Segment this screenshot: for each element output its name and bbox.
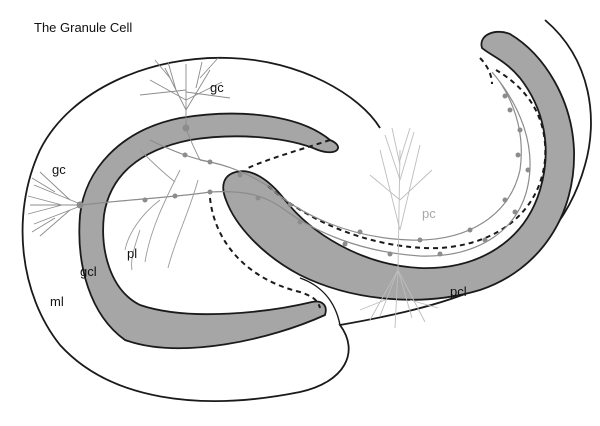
label-gc-top: gc bbox=[210, 80, 224, 95]
label-gcl: gcl bbox=[80, 264, 97, 279]
label-gc-left: gc bbox=[52, 162, 66, 177]
label-pcl: pcl bbox=[450, 284, 467, 299]
dashed-boundary-ca-inner bbox=[480, 58, 492, 84]
dashed-boundary-upper bbox=[248, 140, 330, 168]
granule-cell-left bbox=[28, 172, 83, 236]
label-pl: pl bbox=[127, 246, 137, 261]
label-pc: pc bbox=[422, 206, 436, 221]
label-ml: ml bbox=[50, 294, 64, 309]
pyramidal-cell-layer bbox=[223, 32, 574, 300]
diagram-title: The Granule Cell bbox=[34, 20, 132, 35]
